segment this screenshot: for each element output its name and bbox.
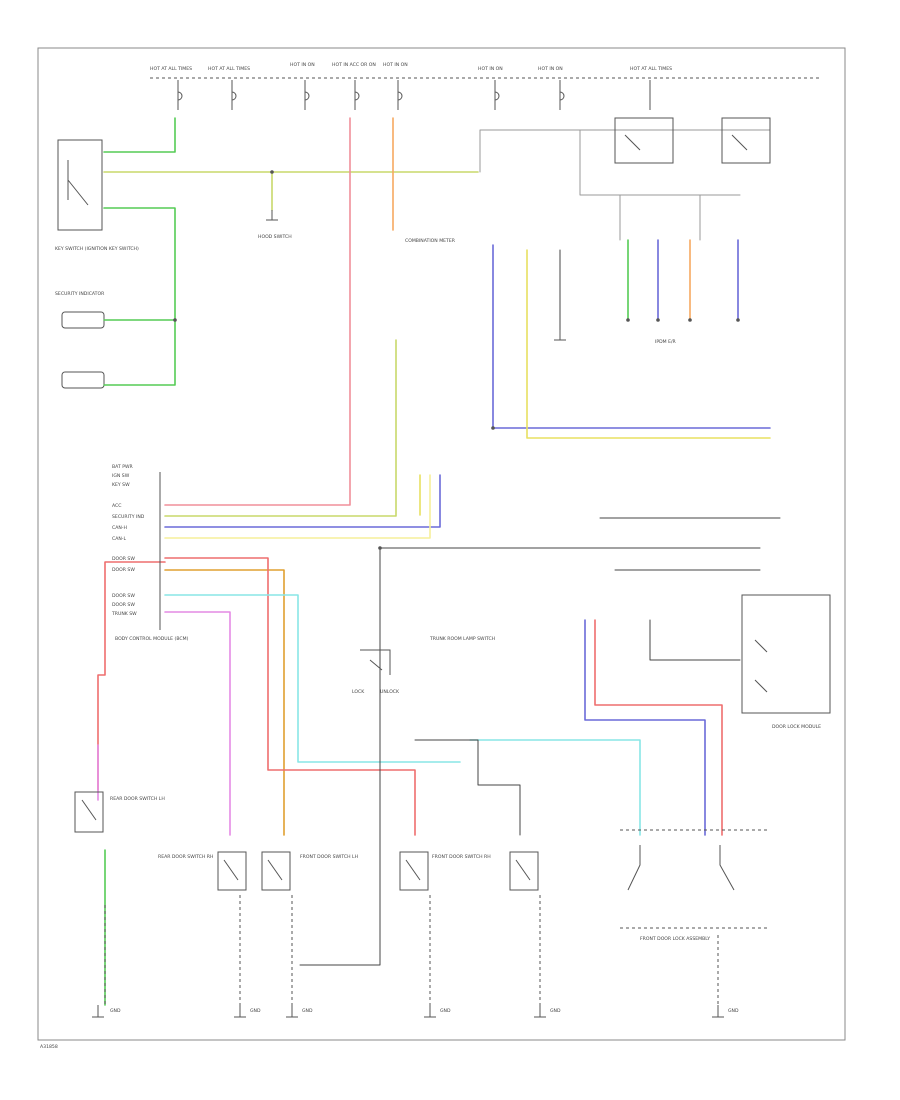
label-ground-1: GND: [110, 1008, 121, 1014]
label-ground-2: GND: [250, 1008, 261, 1014]
key-switch: [57, 139, 103, 231]
label-bcm-pin-11: DOOR SW: [112, 602, 135, 608]
wire-magenta: [97, 611, 231, 836]
footer-code: A31858: [40, 1044, 58, 1050]
wire-gray: [479, 129, 771, 241]
label-unlock: UNLOCK: [380, 689, 400, 695]
label-ipdm: IPDM E/R: [655, 339, 677, 345]
label-rear-door-switch-lh: REAR DOOR SWITCH LH: [110, 796, 165, 802]
label-bcm-pin-12: TRUNK SW: [111, 611, 137, 617]
label-bcm-pin-1: BAT PWR: [112, 464, 134, 470]
label-combination-meter: COMBINATION METER: [405, 238, 456, 244]
label-bcm-pin-2: IGN SW: [112, 473, 130, 479]
trunk-switch: [360, 649, 391, 675]
door-switches: [74, 791, 539, 891]
wire-red: [97, 557, 723, 836]
wire-cyan: [164, 594, 641, 836]
grounds: [92, 210, 724, 1018]
label-ground-4: GND: [440, 1008, 451, 1014]
label-bcm-pin-5: SECURITY IND: [112, 514, 145, 520]
connector-dots: [173, 170, 740, 550]
fuse-column: [177, 80, 651, 110]
label-ground-5: GND: [550, 1008, 561, 1014]
label-ground-6: GND: [728, 1008, 739, 1014]
wire-yellow-green: [103, 171, 479, 517]
label-rear-door-switch-rh: REAR DOOR SWITCH RH: [158, 854, 213, 860]
diagram-labels: HOT AT ALL TIMES HOT AT ALL TIMES HOT IN…: [40, 62, 821, 1050]
label-fuse-top-5: HOT IN ON: [383, 62, 408, 68]
label-bcm-pin-9: DOOR SW: [112, 567, 135, 573]
label-fuse-top-6: HOT IN ON: [478, 66, 503, 72]
label-fuse-top-3: HOT IN ON: [290, 62, 315, 68]
wire-yellow: [164, 249, 771, 539]
label-door-lock-module: DOOR LOCK MODULE: [772, 724, 821, 730]
label-front-door-switch-rh: FRONT DOOR SWITCH RH: [432, 854, 491, 860]
label-key-switch: KEY SWITCH (IGNITION KEY SWITCH): [55, 246, 139, 252]
label-bcm-pin-4: ACC: [112, 503, 121, 509]
label-fuse-top-7: HOT IN ON: [538, 66, 563, 72]
label-fuse-top-2: HOT AT ALL TIMES: [208, 66, 250, 72]
label-fuse-top-1: HOT AT ALL TIMES: [150, 66, 192, 72]
label-fuse-top-4: HOT IN ACC OR ON: [332, 62, 376, 68]
label-front-door-lock-assembly: FRONT DOOR LOCK ASSEMBLY: [640, 936, 710, 942]
label-ground-3: GND: [302, 1008, 313, 1014]
label-bcm-pin-10: DOOR SW: [112, 593, 135, 599]
diagram-frame: [37, 47, 846, 1041]
wire-green: [103, 117, 629, 1006]
label-security-ind: SECURITY INDICATOR: [55, 291, 105, 297]
label-bcm: BODY CONTROL MODULE (BCM): [115, 636, 189, 642]
wire-black: [299, 249, 781, 966]
label-bcm-pin-6: CAN-H: [112, 525, 127, 531]
wire-orange: [164, 117, 691, 836]
label-hood-switch: HOOD SWITCH: [258, 234, 292, 240]
ipdm-relays: [614, 117, 771, 164]
label-bcm-pin-3: KEY SW: [112, 482, 130, 488]
label-fuse-top-8: HOT AT ALL TIMES: [630, 66, 672, 72]
door-lock-module: [741, 594, 831, 714]
label-trunk-switch: TRUNK ROOM LAMP SWITCH: [429, 636, 495, 642]
label-bcm-pin-8: DOOR SW: [112, 556, 135, 562]
security-indicator-lamp: [61, 311, 105, 389]
front-door-lock-assembly: [620, 829, 770, 929]
label-bcm-pin-7: CAN-L: [112, 536, 126, 542]
label-front-door-switch-lh: FRONT DOOR SWITCH LH: [300, 854, 358, 860]
wire-pink: [164, 117, 351, 506]
label-lock: LOCK: [352, 689, 365, 695]
